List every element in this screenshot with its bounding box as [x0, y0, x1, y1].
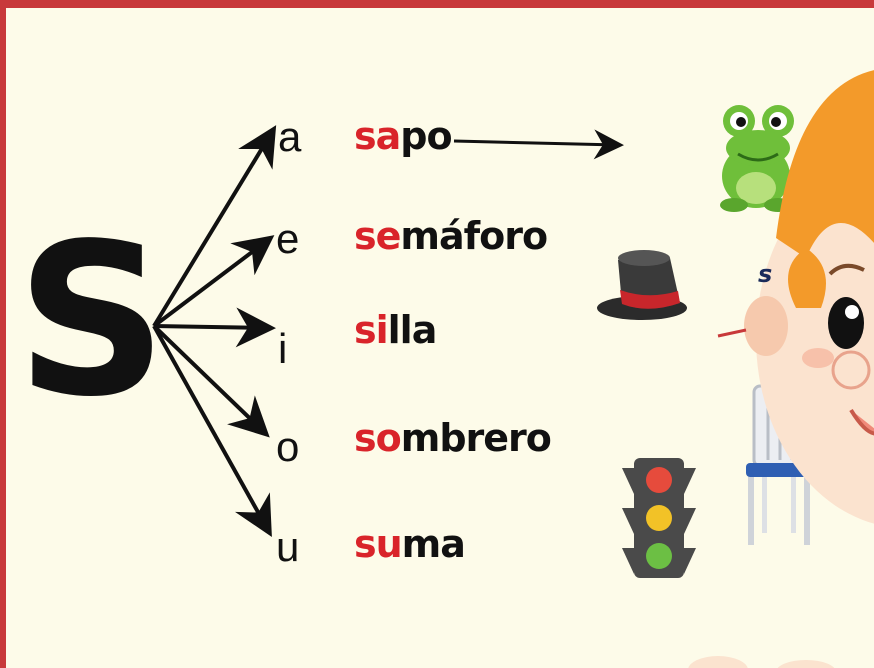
- word-suma: suma: [354, 522, 466, 566]
- vowel-e: e: [276, 215, 300, 262]
- boy-character-illustration: [688, 70, 874, 668]
- word-rest: máforo: [400, 214, 548, 258]
- word-rest: mbrero: [400, 416, 552, 460]
- traffic-light-icon: [622, 458, 696, 578]
- word-rest: po: [400, 114, 452, 158]
- word-silla: silla: [354, 308, 438, 352]
- vowel-i: i: [278, 325, 288, 372]
- arrow-to-a: [152, 125, 277, 328]
- vowel-u: u: [276, 523, 300, 570]
- word-rest: ma: [401, 522, 466, 566]
- diagram-layer: [152, 70, 874, 668]
- arrow-to-e: [152, 235, 275, 328]
- arrow-to-u: [152, 325, 272, 537]
- arrow-to-i: [153, 307, 276, 348]
- syllable-highlight: sa: [354, 114, 401, 158]
- vowel-a: a: [278, 113, 302, 160]
- main-letter: S: [16, 198, 168, 443]
- word-sombrero: sombrero: [354, 416, 552, 460]
- arrow-sapo-to-frog: [453, 129, 624, 160]
- frog-icon: [720, 105, 794, 212]
- syllable-highlight: se: [354, 214, 401, 258]
- word-rest: lla: [387, 308, 438, 352]
- top-hat-icon: [597, 250, 687, 320]
- syllable-highlight: so: [354, 416, 402, 460]
- syllable-highlight: su: [354, 522, 403, 566]
- syllable-highlight: si: [354, 308, 389, 352]
- speech-letter: s: [758, 260, 773, 288]
- vowel-o: o: [276, 423, 300, 470]
- word-sapo: sapo: [354, 114, 453, 158]
- arrow-to-o: [152, 324, 270, 438]
- word-semaforo: semáforo: [354, 214, 548, 258]
